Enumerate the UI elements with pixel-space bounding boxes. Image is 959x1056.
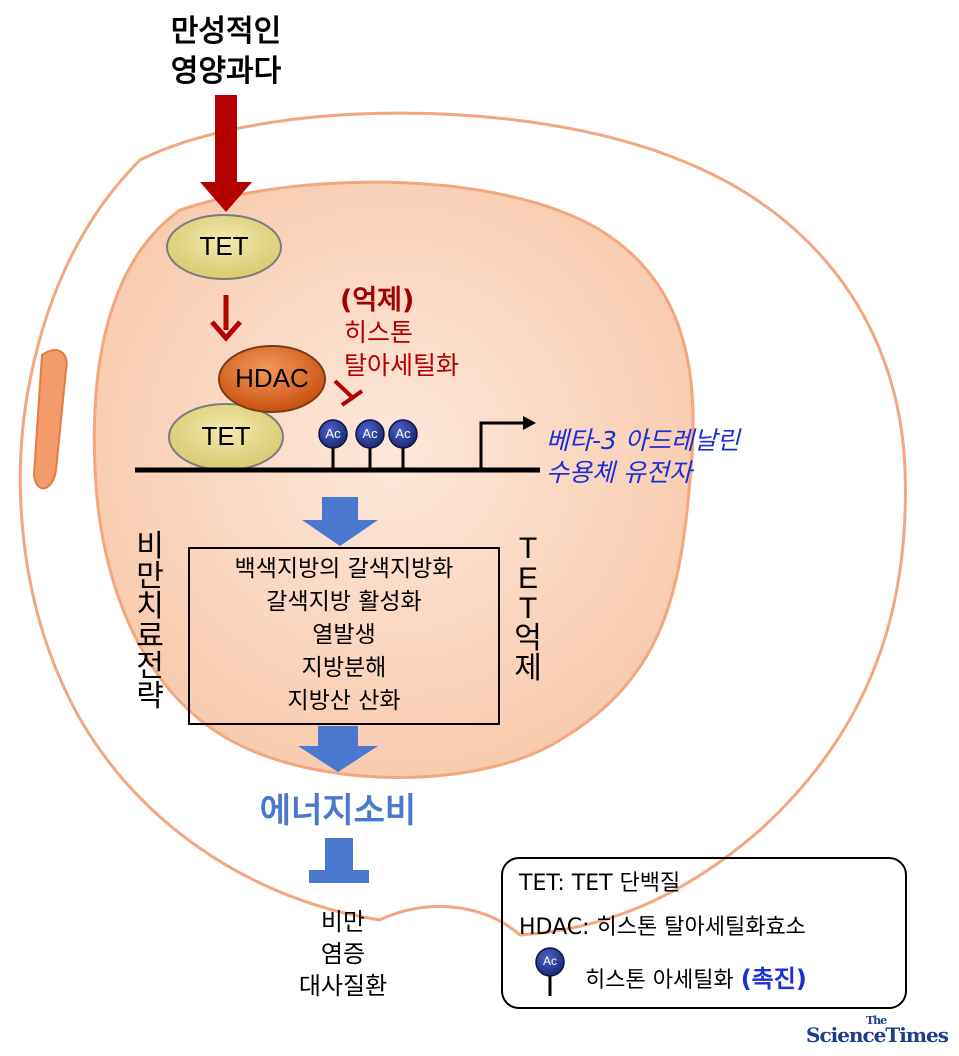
ac-dot-1	[318, 419, 348, 449]
side-right-char: 제	[514, 652, 542, 685]
blue-arrow-1-shaft	[322, 497, 358, 521]
tet-bottom-label: TET	[201, 421, 251, 451]
brand-small: The	[866, 1014, 887, 1027]
promoter-arrow-line	[479, 421, 525, 470]
side-right-char: 억	[514, 622, 542, 655]
legend-acetylation-text: 히스톤 아세틸화	[585, 968, 734, 993]
top-label-line-1: 만성적인	[170, 14, 282, 49]
promoter-arrow-head	[523, 416, 536, 430]
blue-arrow-1-head	[302, 520, 378, 546]
effect-item: 갈색지방 활성화	[266, 589, 422, 615]
inner-cell-body	[92, 180, 695, 779]
blue-arrow-2-head	[298, 746, 378, 772]
gene-label: 베타-3 아드레날린 수용체 유전자	[546, 425, 740, 489]
inhibit-line-1: 히스톤	[344, 318, 414, 347]
side-left-char: 료	[136, 619, 164, 654]
legend-ac-dot	[535, 947, 565, 977]
legend-row-acetylation: 히스톤 아세틸화 (촉진)	[585, 959, 807, 994]
tet-top-oval	[166, 214, 282, 280]
block-bar	[309, 870, 369, 883]
ac-dot-3	[388, 419, 418, 449]
outcome-item: 염증	[320, 940, 366, 968]
legend-promote-text: (촉진)	[740, 965, 807, 993]
side-left-char: 략	[136, 679, 164, 714]
side-left-char: 비	[136, 529, 164, 564]
effect-item: 지방산 산화	[287, 688, 401, 714]
top-label: 만성적인 영양과다	[148, 12, 304, 92]
outcome-item: 비만	[320, 908, 366, 936]
hdac-oval	[218, 345, 326, 413]
ac-label-2: Ac	[362, 426, 378, 441]
nutrition-arrow-head	[200, 182, 252, 212]
hdac-label: HDAC	[235, 363, 309, 393]
effect-item: 백색지방의 갈색지방화	[234, 556, 454, 582]
gene-label-line-2: 수용체 유전자	[546, 458, 692, 487]
effect-item: 지방분해	[301, 655, 387, 681]
tet-top-label: TET	[199, 231, 249, 261]
side-right-char: T	[518, 532, 538, 565]
ac-label-3: Ac	[395, 426, 411, 441]
ac-dot-2	[355, 419, 385, 449]
brand-logo: ScienceTimes	[806, 1023, 949, 1047]
gene-label-line-1: 베타-3 아드레날린	[546, 426, 740, 455]
inhibit-line-2: 탈아세틸화	[344, 351, 460, 380]
effect-item: 열발생	[312, 622, 376, 648]
nutrition-arrow-shaft	[215, 95, 237, 185]
side-label-left: 비 만 치 료 전 략	[130, 532, 170, 712]
tet-to-hdac-arrow-head	[210, 320, 242, 342]
energy-label: 에너지소비	[259, 791, 417, 831]
legend-row-tet: TET: TET 단백질	[519, 871, 681, 896]
side-left-char: 전	[136, 649, 164, 684]
side-left-char: 치	[136, 589, 164, 624]
inhibit-bar	[340, 389, 364, 407]
outcome-item: 대사질환	[298, 972, 388, 1000]
legend-box: TET: TET 단백질 HDAC: 히스톤 탈아세틸화효소 히스톤 아세틸화 …	[501, 857, 907, 1009]
effects-list: 백색지방의 갈색지방화 갈색지방 활성화 열발생 지방분해 지방산 산화	[190, 553, 498, 718]
side-right-char: E	[517, 562, 538, 595]
legend-row-hdac: HDAC: 히스톤 탈아세틸화효소	[519, 915, 806, 940]
outcomes: 비만 염증 대사질환	[268, 906, 418, 1002]
inhibit-line	[333, 379, 356, 401]
effects-box: 백색지방의 갈색지방화 갈색지방 활성화 열발생 지방분해 지방산 산화	[188, 547, 500, 725]
side-right-char: T	[518, 592, 538, 625]
blue-arrow-2-shaft	[318, 726, 358, 748]
inhibit-title: (억제)	[340, 285, 415, 316]
organelle	[32, 349, 68, 490]
top-label-line-2: 영양과다	[170, 54, 282, 89]
outer-cell-membrane	[18, 111, 907, 937]
side-left-char: 만	[136, 559, 164, 594]
legend-ac-label: Ac	[542, 954, 557, 968]
block-stem	[325, 838, 353, 872]
side-label-right: T E T 억 제	[510, 534, 546, 684]
ac-label-1: Ac	[325, 426, 341, 441]
